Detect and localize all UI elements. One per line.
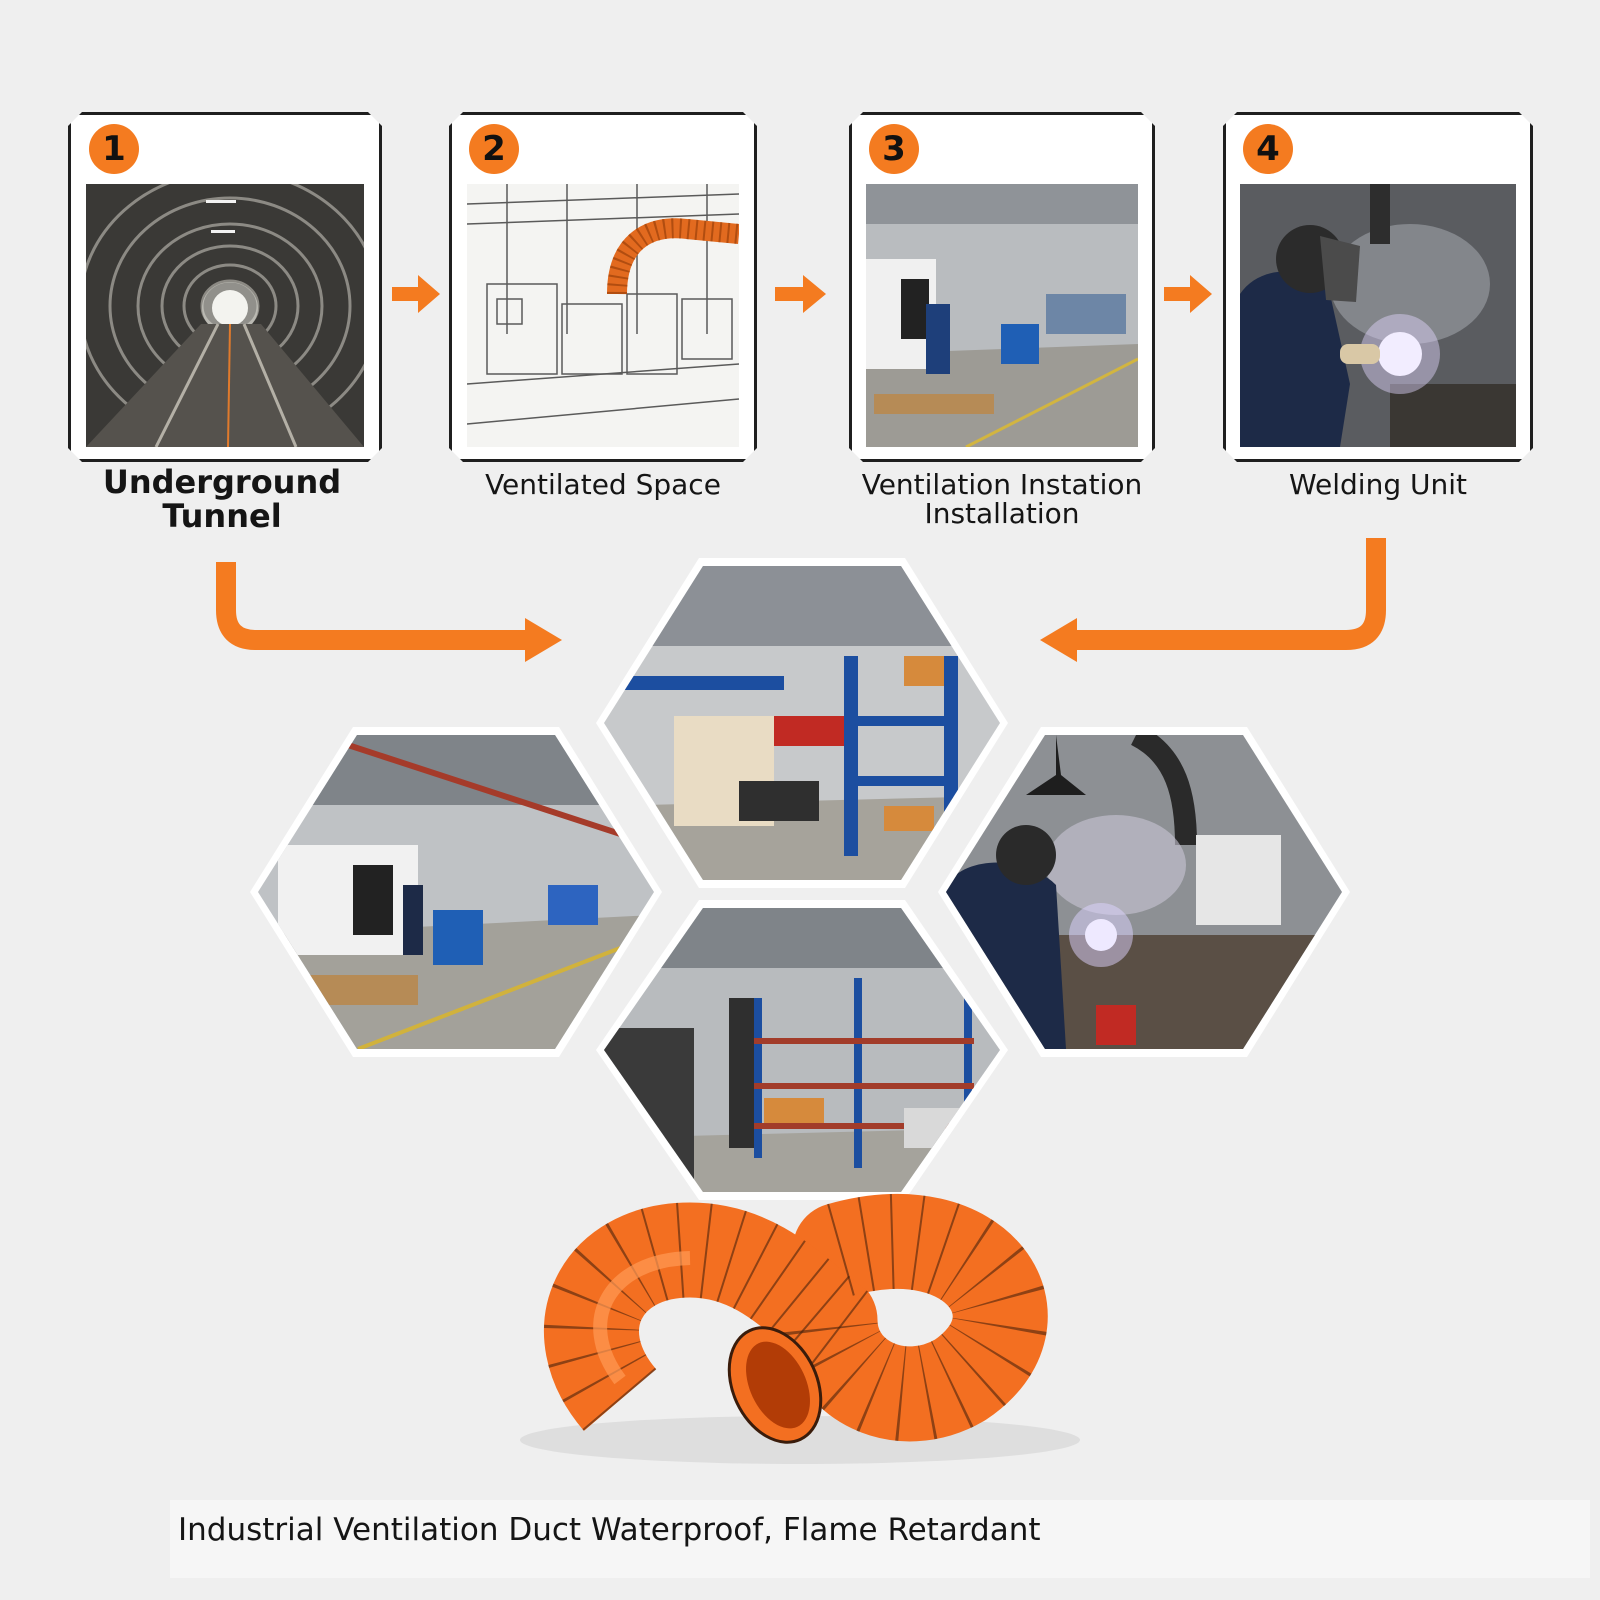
step-number-badge-4: 4 bbox=[1243, 124, 1293, 174]
step-label-2: Ventilated Space bbox=[449, 470, 757, 499]
arrow-right-icon bbox=[392, 275, 440, 313]
hex-welding bbox=[938, 727, 1350, 1057]
step-label-1: Underground Tunnel bbox=[82, 463, 362, 535]
step-label-4-text: Welding Unit bbox=[1288, 468, 1468, 501]
step-number-badge-2: 2 bbox=[469, 124, 519, 174]
step-label-3: Ventilation Instation Installation bbox=[849, 470, 1155, 529]
hex-storage-shelves bbox=[596, 900, 1008, 1200]
step-label-2-text: Ventilated Space bbox=[485, 468, 721, 501]
installation-photo bbox=[866, 184, 1138, 447]
step-label-3-text: Ventilation Instation Installation bbox=[861, 468, 1143, 531]
step-number-badge-3: 3 bbox=[869, 124, 919, 174]
caption-bar bbox=[170, 1500, 1590, 1578]
welding-photo bbox=[1240, 184, 1516, 447]
ventilated-space-sketch bbox=[467, 184, 739, 447]
product-caption: Industrial Ventilation Duct Waterproof, … bbox=[178, 1512, 1041, 1548]
arrow-elbow-icon bbox=[1072, 538, 1386, 650]
hex-factory-floor bbox=[250, 727, 662, 1057]
step-number-badge-1: 1 bbox=[89, 124, 139, 174]
arrow-elbow-icon bbox=[216, 562, 530, 650]
step-label-4: Welding Unit bbox=[1223, 470, 1533, 499]
arrow-right-icon bbox=[1164, 275, 1212, 313]
hex-warehouse-boxes bbox=[596, 558, 1008, 888]
step-label-1-text: Underground Tunnel bbox=[102, 463, 342, 535]
arrow-right-icon bbox=[775, 275, 826, 313]
tunnel-photo bbox=[86, 184, 364, 447]
